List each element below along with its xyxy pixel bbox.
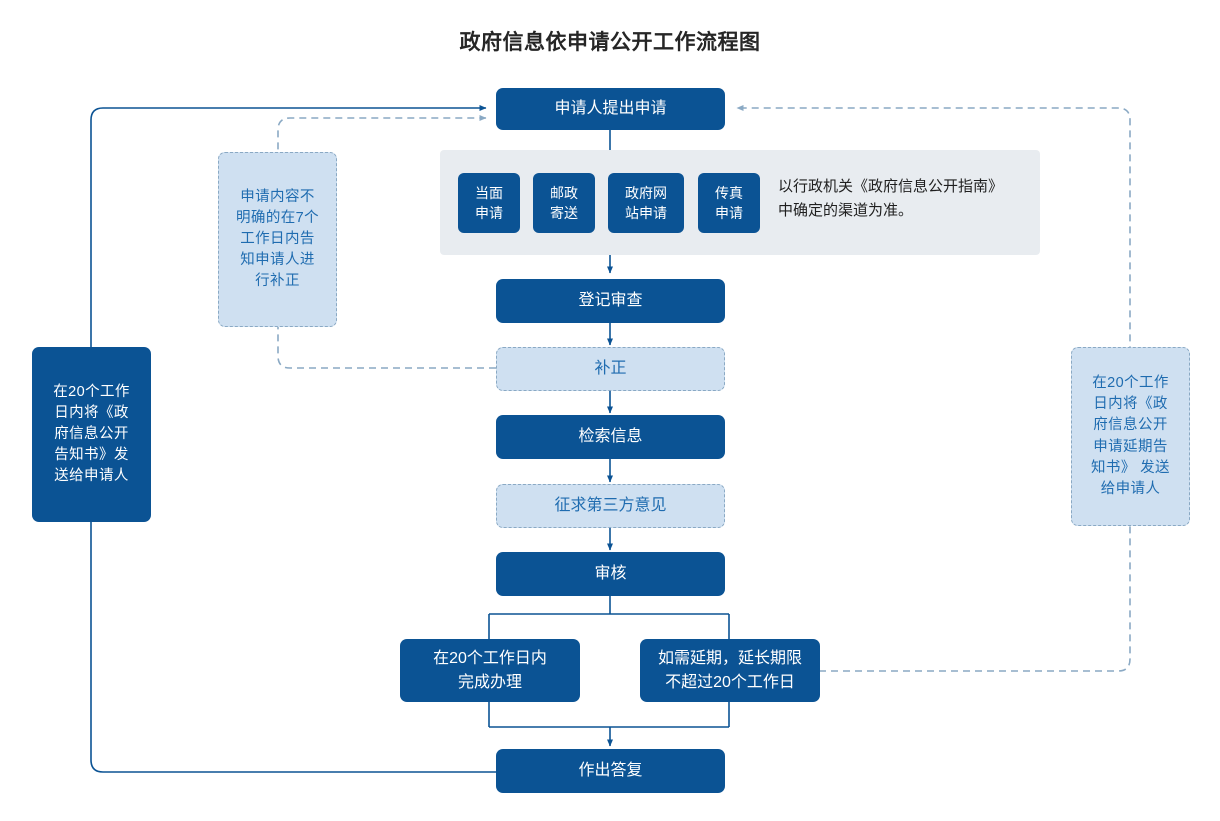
node-review[interactable]: 审核 bbox=[496, 552, 725, 596]
node-channel-in-person[interactable]: 当面 申请 bbox=[458, 173, 520, 233]
node-finish-within-20-days[interactable]: 在20个工作日内 完成办理 bbox=[400, 639, 580, 702]
node-search-info[interactable]: 检索信息 bbox=[496, 415, 725, 459]
node-channel-website[interactable]: 政府网 站申请 bbox=[608, 173, 684, 233]
node-third-party-opinion[interactable]: 征求第三方意见 bbox=[496, 484, 725, 528]
node-amend[interactable]: 补正 bbox=[496, 347, 725, 391]
channel-band-note: 以行政机关《政府信息公开指南》 中确定的渠道为准。 bbox=[778, 178, 1004, 219]
note-disclosure-notice-20-days[interactable]: 在20个工作 日内将《政 府信息公开 告知书》发 送给申请人 bbox=[32, 347, 151, 522]
node-reply[interactable]: 作出答复 bbox=[496, 749, 725, 793]
node-apply[interactable]: 申请人提出申请 bbox=[496, 88, 725, 130]
note-amend-notice[interactable]: 申请内容不 明确的在7个 工作日内告 知申请人进 行补正 bbox=[218, 152, 337, 327]
note-extension-notice-20-days[interactable]: 在20个工作 日内将《政 府信息公开 申请延期告 知书》 发送 给申请人 bbox=[1071, 347, 1190, 526]
node-register-review[interactable]: 登记审查 bbox=[496, 279, 725, 323]
node-channel-fax[interactable]: 传真 申请 bbox=[698, 173, 760, 233]
page-title: 政府信息依申请公开工作流程图 bbox=[459, 31, 761, 54]
node-channel-postal[interactable]: 邮政 寄送 bbox=[533, 173, 595, 233]
node-extension[interactable]: 如需延期，延长期限 不超过20个工作日 bbox=[640, 639, 820, 702]
